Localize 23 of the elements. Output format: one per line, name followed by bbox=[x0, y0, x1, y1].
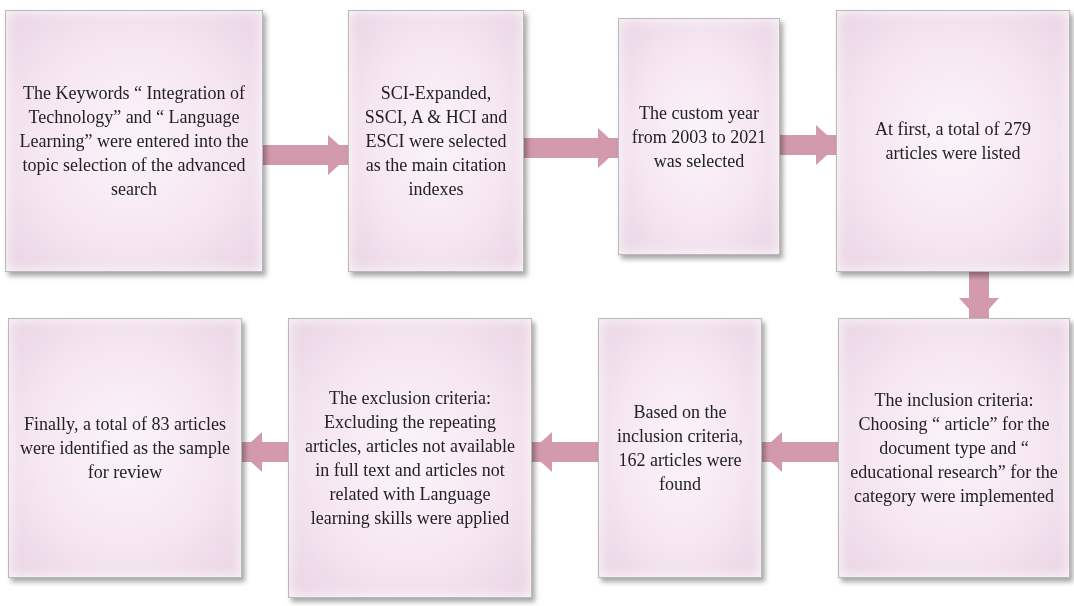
process-box bbox=[598, 318, 762, 578]
box-text: Finally, a total of 83 articles were identified as the sample for review bbox=[19, 413, 231, 484]
arrow bbox=[780, 125, 838, 165]
arrow bbox=[240, 432, 288, 472]
arrow bbox=[524, 128, 620, 168]
box-text: Based on the inclusion criteria, 162 articles were found bbox=[616, 401, 744, 496]
process-box bbox=[8, 318, 242, 578]
box-text: The inclusion criteria: Choosing “ article” for the document type and “ educational research” for the category were implemented bbox=[849, 389, 1059, 508]
process-box bbox=[5, 10, 263, 272]
box-text: SCI-Expanded, SSCI, A & HCI and ESCI were selected as the main citation indexes bbox=[363, 82, 509, 201]
arrow bbox=[263, 135, 350, 175]
box-text: The exclusion criteria: Excluding the repeating articles, articles not available in full text and articles not related with Language learning skills were applied bbox=[304, 387, 516, 530]
arrow bbox=[760, 432, 838, 472]
arrow bbox=[959, 272, 999, 320]
process-box bbox=[836, 10, 1070, 272]
arrow bbox=[530, 432, 598, 472]
box-text: The Keywords “ Integration of Technology” and “ Language Learning” were entered into the topic selection of the advanced search bbox=[18, 82, 250, 201]
box-text: The custom year from 2003 to 2021 was selected bbox=[630, 101, 768, 173]
box-text: At first, a total of 279 articles were listed bbox=[874, 118, 1032, 165]
process-box bbox=[348, 10, 524, 272]
process-box bbox=[288, 318, 532, 598]
process-box bbox=[838, 318, 1070, 578]
process-box bbox=[618, 18, 780, 255]
